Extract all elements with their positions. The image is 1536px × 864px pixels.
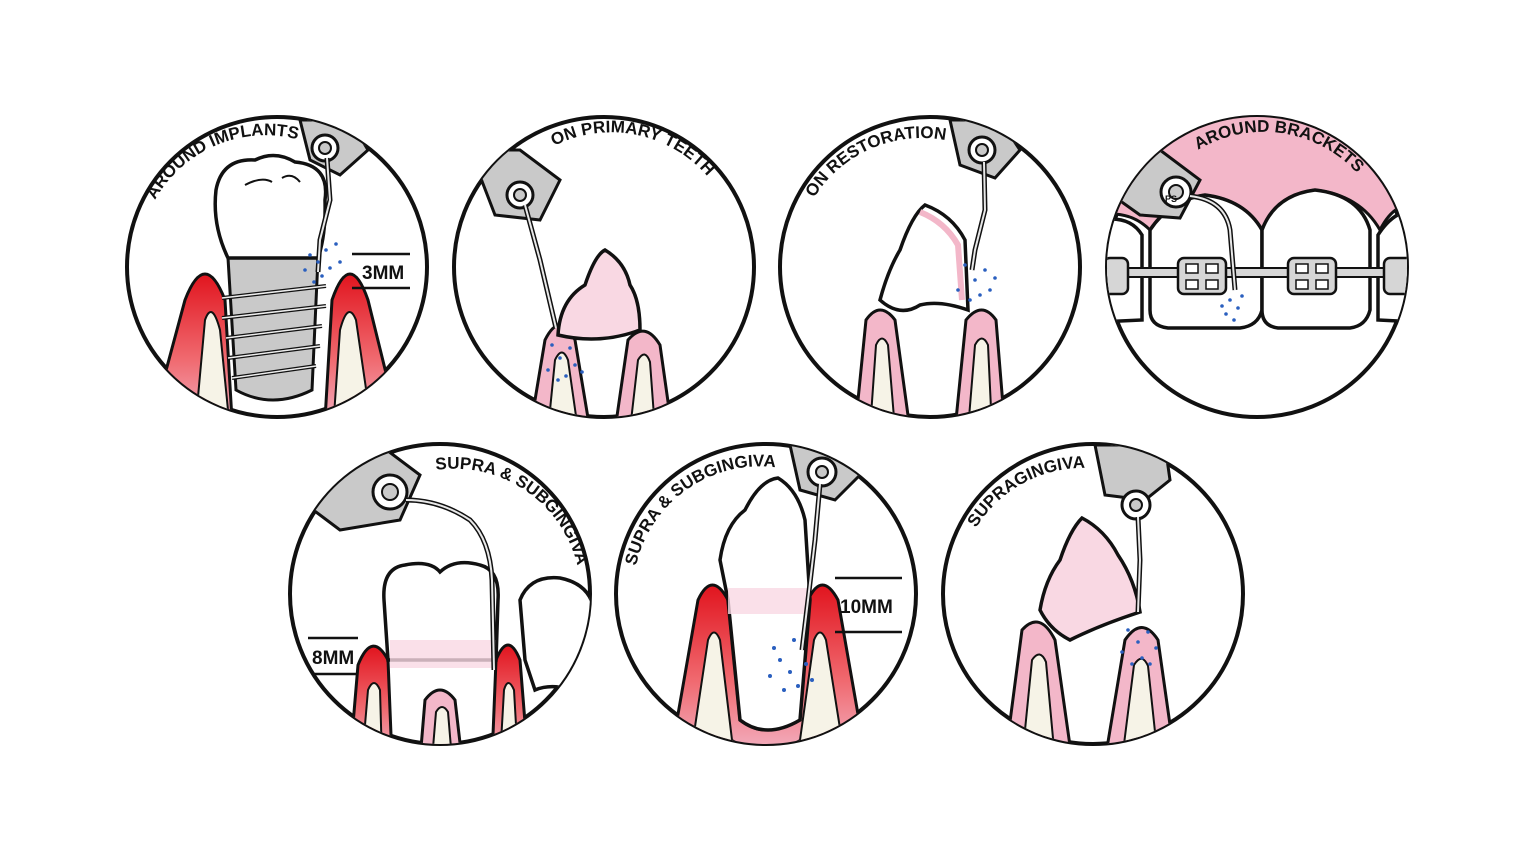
implant-icon: [221, 256, 327, 402]
primary-tooth-icon: [556, 248, 642, 341]
water-spray: [768, 638, 814, 692]
water-spray: [1220, 294, 1244, 322]
panel-around-brackets: PS AROUND BRACKETS: [1105, 115, 1409, 419]
scaler-handpiece: [467, 148, 562, 329]
measure-lines: [352, 252, 410, 290]
water-spray: [546, 343, 584, 382]
measure-label: 10MM: [840, 597, 893, 618]
measure-label: 3MM: [362, 263, 404, 284]
measure-lines: [835, 576, 902, 634]
water-spray: [956, 263, 997, 302]
panel-title: ON RESTORATIONS: [0, 0, 948, 200]
braces-icon: [1107, 188, 1407, 330]
water-spray: [303, 242, 342, 284]
supragingival-icon: [1038, 515, 1142, 642]
tip-mark: PS: [1165, 194, 1177, 204]
measure-label: 8MM: [312, 648, 354, 669]
scaler-handpiece: [1093, 444, 1172, 613]
water-spray: [1120, 628, 1158, 666]
panel-around-implants: 3MM AROUND IMPLANTS: [125, 115, 429, 419]
bone: [688, 631, 847, 744]
crown: [213, 153, 328, 260]
panel-on-primary-teeth: ON PRIMARY TEETH: [452, 115, 756, 419]
measure-lines: [308, 636, 358, 676]
